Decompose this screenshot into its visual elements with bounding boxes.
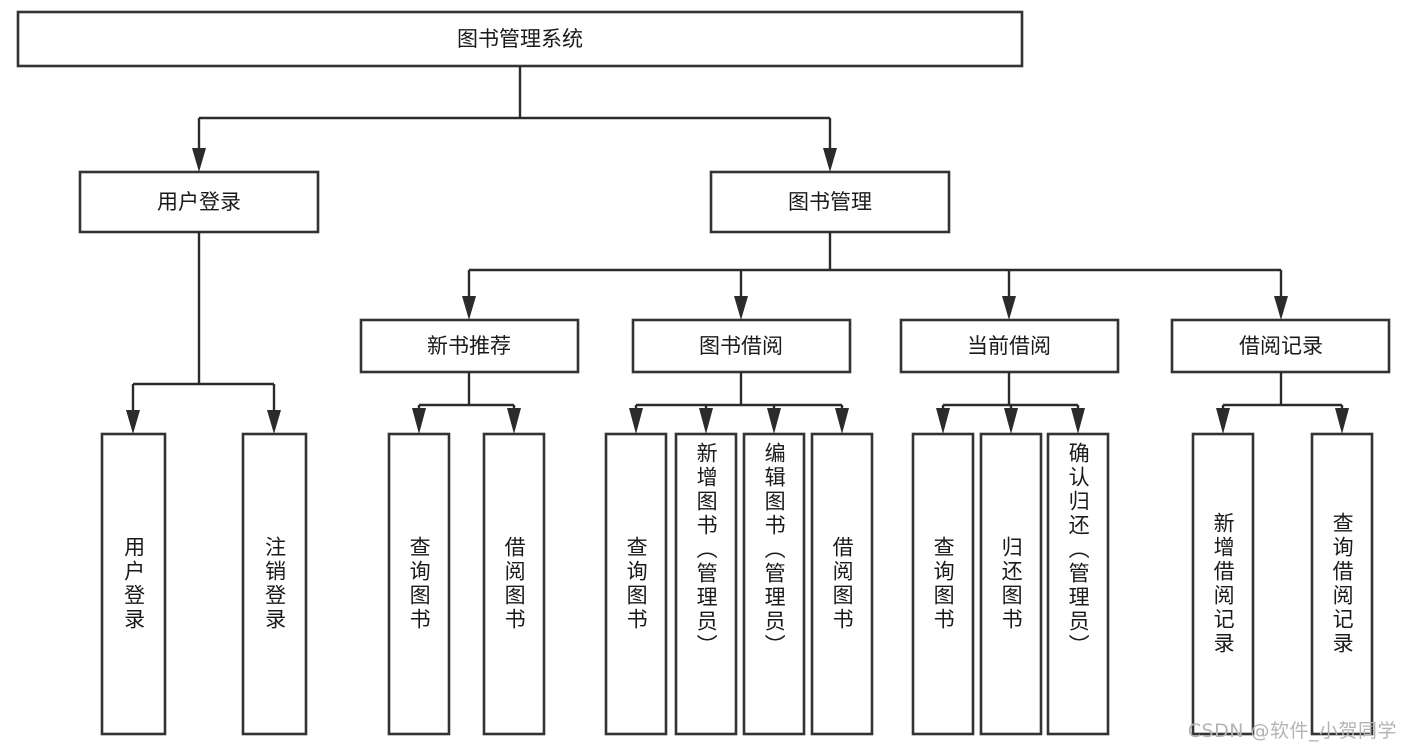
arrow-head-leaf-user-login <box>126 410 140 434</box>
node-leaf-add-book-rect[interactable] <box>674 432 738 736</box>
arrow-head-leaf-query-record <box>1335 408 1349 434</box>
arrow-head-user-login <box>192 148 206 172</box>
arrow-head-leaf-query-book-1 <box>412 408 426 434</box>
node-leaf-return-book-rect[interactable] <box>979 432 1043 736</box>
node-leaf-user-logout-label: 注销登录 <box>262 536 287 632</box>
connector-user-login-to-leaves <box>126 232 281 434</box>
node-book-borrow[interactable]: 图书借阅 <box>631 318 852 374</box>
arrow-head-leaf-edit-book <box>767 408 781 434</box>
connector-book-manage-to-level3 <box>462 232 1288 320</box>
arrow-head-leaf-borrow-book-2 <box>835 408 849 434</box>
node-leaf-add-book[interactable]: 新增图书（管理员） <box>676 434 736 734</box>
node-leaf-query-book-1-label: 查询图书 <box>407 536 432 632</box>
node-leaf-edit-book-rect[interactable] <box>742 432 806 736</box>
arrow-head-leaf-query-book-3 <box>936 408 950 434</box>
node-leaf-user-login[interactable]: 用户登录 <box>102 434 165 734</box>
node-new-book-rec-rect <box>359 318 580 374</box>
connector-new-book-rec-to-leaves <box>412 372 521 434</box>
arrow-head-new-book-rec <box>462 296 476 320</box>
connector-borrow-record-to-leaves <box>1216 372 1349 434</box>
node-leaf-query-book-2-label: 查询图书 <box>624 536 649 632</box>
arrow-head-current-borrow <box>1002 296 1016 320</box>
node-new-book-rec[interactable]: 新书推荐 <box>359 318 580 374</box>
node-leaf-user-login-label: 用户登录 <box>121 536 146 632</box>
node-root-label: 图书管理系统 <box>457 27 583 51</box>
arrow-head-book-manage <box>823 148 837 172</box>
connector-book-borrow-to-leaves <box>629 372 849 434</box>
node-leaf-query-record[interactable]: 查询借阅记录 <box>1312 434 1372 734</box>
node-borrow-record-label: 借阅记录 <box>1239 334 1323 358</box>
node-leaf-query-book-1-rect[interactable] <box>387 432 451 736</box>
node-leaf-query-book-3-label: 查询图书 <box>931 536 956 632</box>
node-leaf-borrow-book-2-label: 借阅图书 <box>830 536 855 632</box>
node-new-book-rec-label: 新书推荐 <box>427 334 511 358</box>
node-current-borrow-rect <box>899 318 1120 374</box>
node-leaf-edit-book[interactable]: 编辑图书（管理员） <box>744 434 804 734</box>
node-leaf-edit-book-label: 编辑图书（管理员） <box>762 442 787 658</box>
arrow-head-book-borrow <box>734 296 748 320</box>
node-user-login-label: 用户登录 <box>157 190 241 214</box>
node-leaf-query-book-2-rect[interactable] <box>604 432 668 736</box>
node-leaf-query-record-label: 查询借阅记录 <box>1330 512 1355 656</box>
node-leaf-query-book-3-rect[interactable] <box>911 432 975 736</box>
arrow-head-leaf-query-book-2 <box>629 408 643 434</box>
node-leaf-add-record[interactable]: 新增借阅记录 <box>1193 434 1253 734</box>
node-leaf-borrow-book-2[interactable]: 借阅图书 <box>812 434 872 734</box>
node-book-manage-label: 图书管理 <box>788 190 872 214</box>
node-book-manage[interactable]: 图书管理 <box>709 170 951 234</box>
node-leaf-query-book-3[interactable]: 查询图书 <box>913 434 973 734</box>
arrow-head-leaf-user-logout <box>267 410 281 434</box>
node-root[interactable]: 图书管理系统 <box>16 10 1024 68</box>
node-leaf-return-book-label: 归还图书 <box>999 536 1024 632</box>
arrow-head-leaf-borrow-book-1 <box>507 408 521 434</box>
node-leaf-query-book-1[interactable]: 查询图书 <box>389 434 449 734</box>
node-leaf-borrow-book-1-rect[interactable] <box>482 432 546 736</box>
node-leaf-add-book-label: 新增图书（管理员） <box>694 442 719 658</box>
node-leaf-add-record-rect[interactable] <box>1191 432 1255 736</box>
node-current-borrow[interactable]: 当前借阅 <box>899 318 1120 374</box>
node-book-borrow-rect <box>631 318 852 374</box>
connector-current-borrow-to-leaves <box>936 372 1085 434</box>
node-leaf-user-logout-rect[interactable] <box>241 432 308 736</box>
node-leaf-borrow-book-1-label: 借阅图书 <box>502 536 527 632</box>
node-leaf-user-logout[interactable]: 注销登录 <box>243 434 306 734</box>
node-book-borrow-label: 图书借阅 <box>699 334 783 358</box>
node-leaf-confirm-return-label: 确认归还（管理员） <box>1066 442 1091 658</box>
connector-root-to-level2 <box>192 66 837 172</box>
arrow-head-borrow-record <box>1274 296 1288 320</box>
node-leaf-return-book[interactable]: 归还图书 <box>981 434 1041 734</box>
arrow-head-leaf-return-book <box>1004 408 1018 434</box>
node-leaf-borrow-book-1[interactable]: 借阅图书 <box>484 434 544 734</box>
node-leaf-confirm-return-rect[interactable] <box>1046 432 1110 736</box>
node-leaf-borrow-book-2-rect[interactable] <box>810 432 874 736</box>
node-leaf-add-record-label: 新增借阅记录 <box>1211 512 1236 656</box>
node-current-borrow-label: 当前借阅 <box>967 334 1051 358</box>
node-root-rect <box>16 10 1024 68</box>
node-borrow-record[interactable]: 借阅记录 <box>1170 318 1391 374</box>
arrow-head-leaf-add-record <box>1216 408 1230 434</box>
arrow-head-leaf-add-book <box>699 408 713 434</box>
node-leaf-user-login-rect[interactable] <box>100 432 167 736</box>
node-leaf-query-book-2[interactable]: 查询图书 <box>606 434 666 734</box>
node-user-login[interactable]: 用户登录 <box>78 170 320 234</box>
node-leaf-confirm-return[interactable]: 确认归还（管理员） <box>1048 434 1108 734</box>
arrow-head-leaf-confirm-return <box>1071 408 1085 434</box>
node-leaf-query-record-rect[interactable] <box>1310 432 1374 736</box>
